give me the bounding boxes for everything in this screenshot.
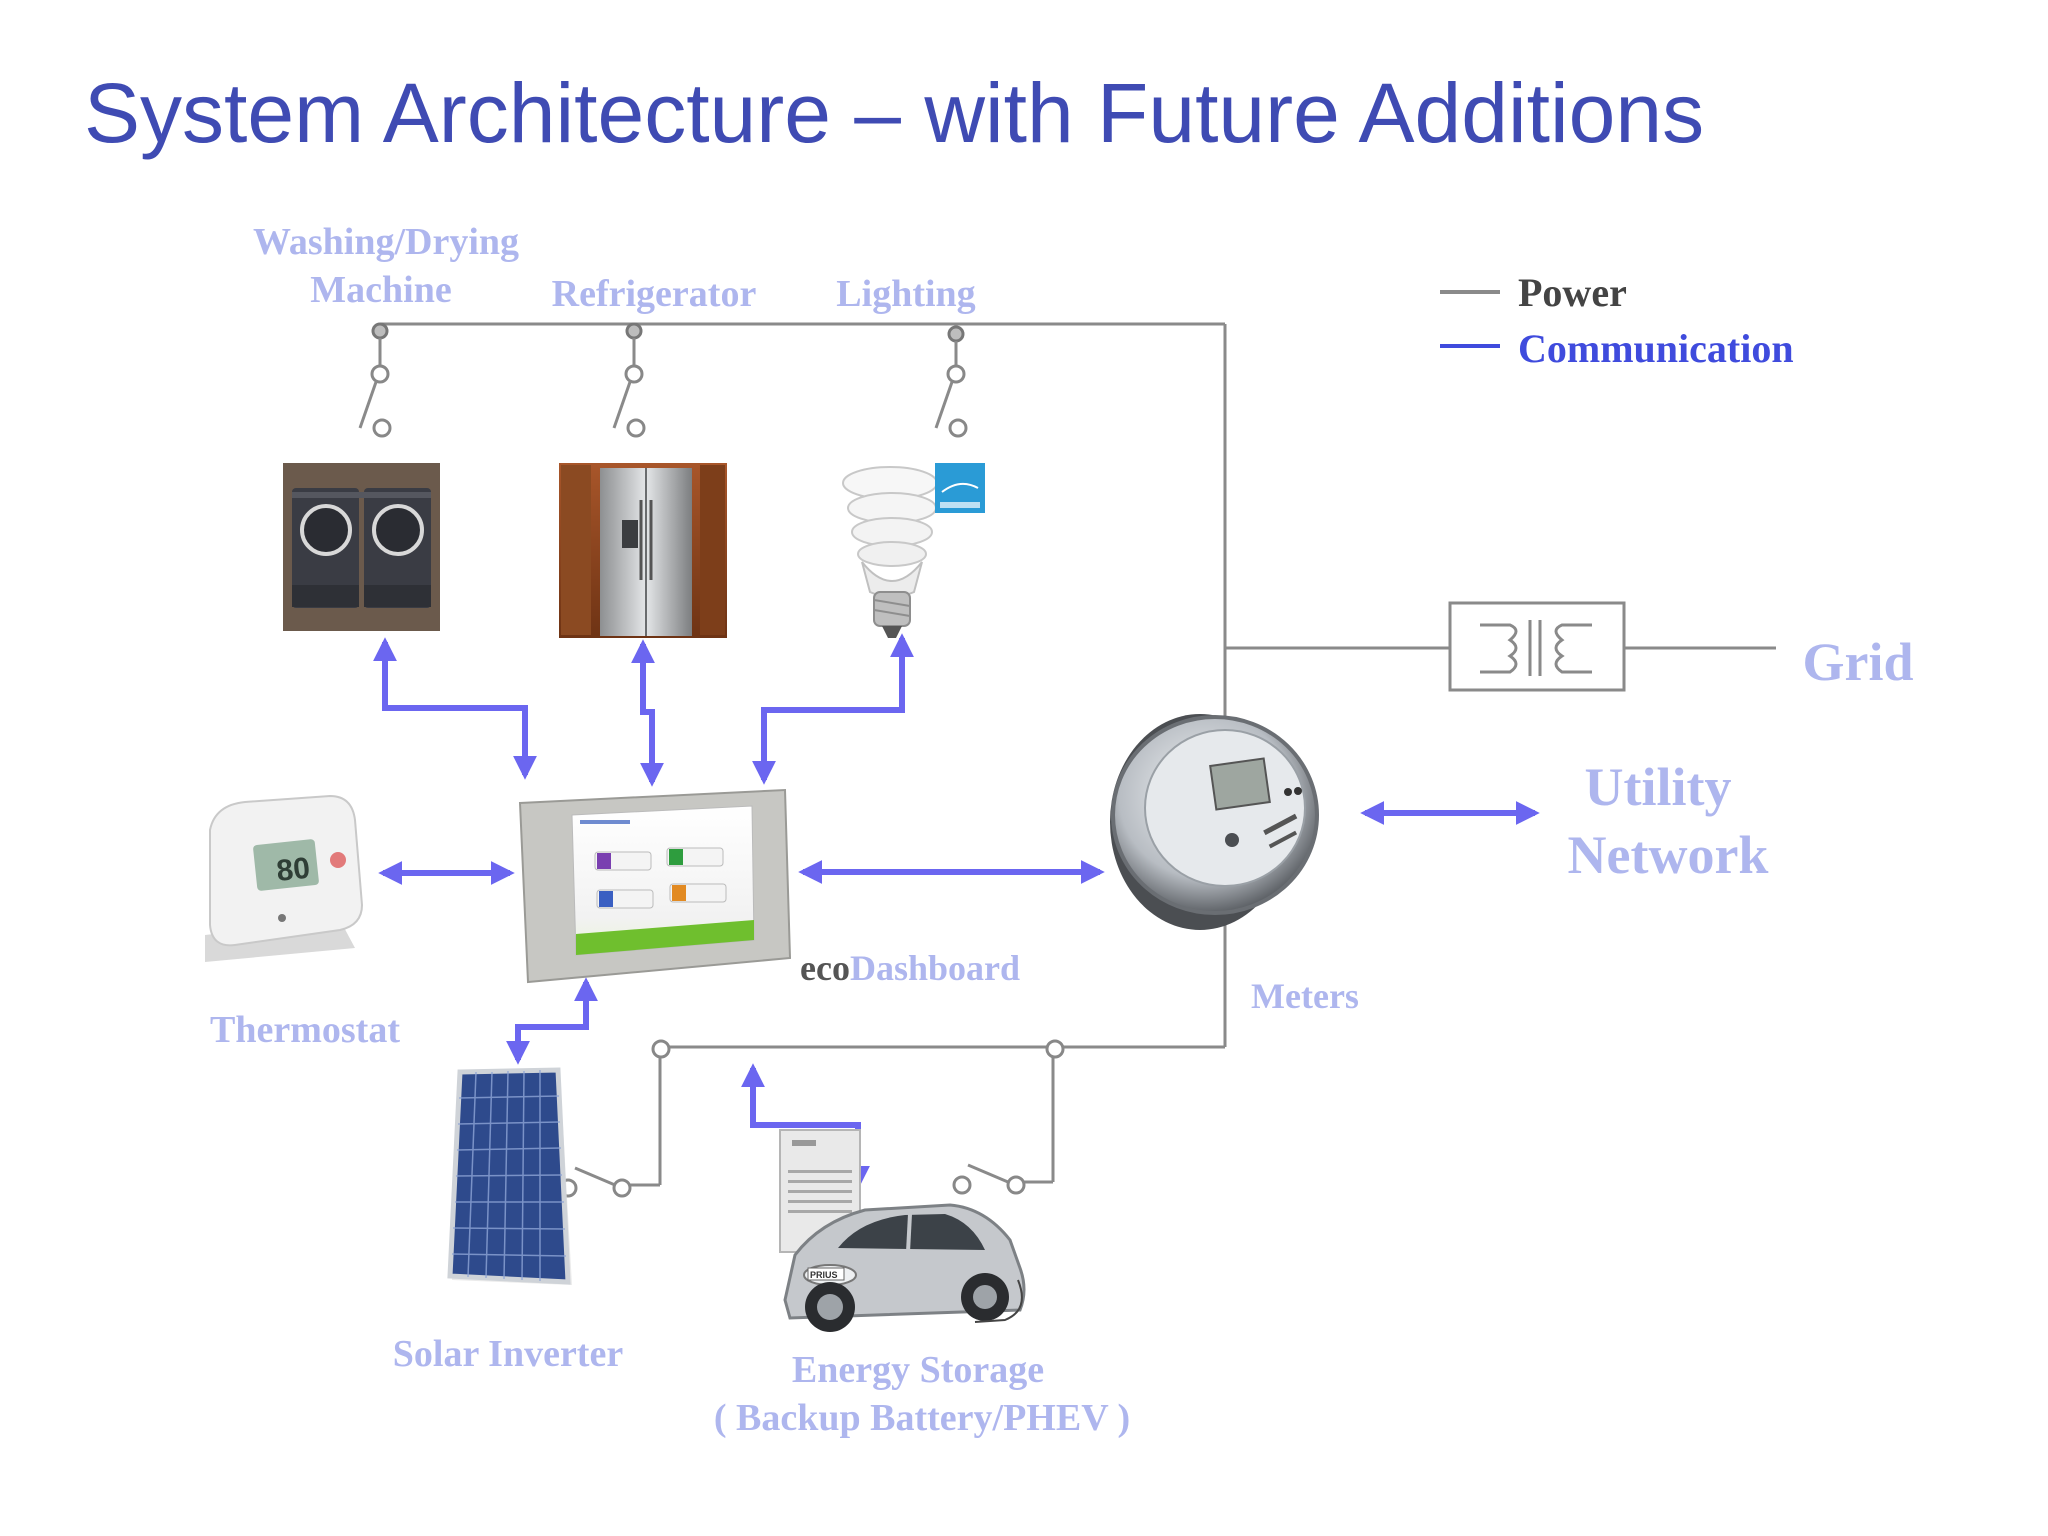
solar-panel-icon	[447, 1067, 572, 1285]
legend-power-label: Power	[1518, 270, 1627, 315]
device-labels: Washing/Drying Machine Refrigerator Ligh…	[210, 221, 1913, 1439]
label-storage-line2: ( Backup Battery/PHEV )	[714, 1397, 1130, 1439]
legend-communication-label: Communication	[1518, 326, 1794, 371]
label-solar-inverter: Solar Inverter	[393, 1333, 624, 1375]
energy-star-icon	[935, 463, 985, 513]
switch-icon	[946, 364, 966, 384]
label-washing-line2: Machine	[310, 269, 451, 311]
comm-lighting-dashboard	[752, 633, 914, 785]
comm-washer-dashboard	[373, 637, 537, 780]
switch-refrigerator	[612, 322, 646, 438]
comm-refrigerator-dashboard	[631, 639, 664, 787]
refrigerator-icon	[559, 463, 727, 638]
legend: Power Communication	[1440, 270, 1794, 371]
page-title: System Architecture – with Future Additi…	[84, 66, 1704, 160]
switch-storage	[952, 1039, 1065, 1195]
label-lighting: Lighting	[836, 273, 975, 315]
car-badge	[807, 1267, 845, 1281]
switch-icon	[952, 1175, 972, 1195]
dashboard-tablet-icon	[518, 788, 792, 984]
switch-solar	[558, 1039, 671, 1198]
thermostat-icon: 80	[205, 794, 364, 962]
switch-icon	[624, 364, 644, 384]
switch-lighting	[934, 325, 968, 438]
label-meters: Meters	[1251, 976, 1359, 1016]
label-thermostat: Thermostat	[210, 1009, 400, 1051]
label-ecodashboard: ecoDashboard	[800, 948, 1020, 988]
power-lines	[380, 322, 1776, 1187]
label-storage-line1: Energy Storage	[792, 1349, 1044, 1391]
car-icon: PRIUS	[783, 1203, 1026, 1332]
switch-washer	[358, 322, 392, 438]
washer-dryer-icon	[283, 463, 440, 631]
label-utility-line2: Network	[1568, 825, 1769, 885]
smart-meter-icon	[1110, 714, 1319, 930]
label-grid: Grid	[1802, 632, 1913, 692]
thermostat-display: 80	[275, 852, 312, 888]
svg-text:PRIUS: PRIUS	[810, 1270, 838, 1280]
transformer-icon	[1448, 601, 1626, 692]
comm-dashboard-solar	[506, 977, 598, 1065]
label-utility-line1: Utility	[1585, 757, 1732, 817]
switch-icon	[370, 364, 390, 384]
label-washing-line1: Washing/Drying	[253, 221, 519, 263]
label-refrigerator: Refrigerator	[552, 273, 757, 315]
cfl-bulb-icon	[842, 466, 938, 638]
